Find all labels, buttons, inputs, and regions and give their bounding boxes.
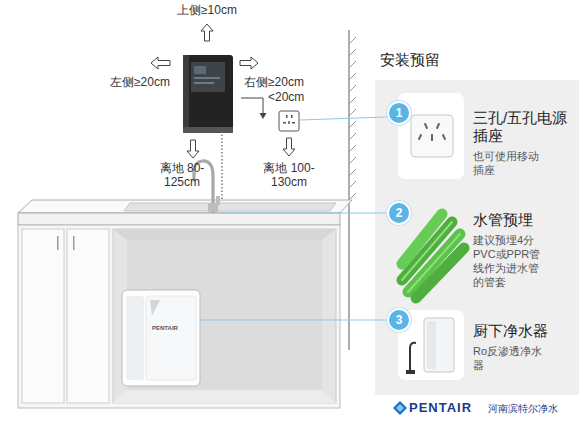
clearance-dimension: 左侧≥20cm <box>110 75 180 89</box>
callout-circle: 1 <box>387 101 411 125</box>
item-heading: 厨下净水器 <box>473 322 573 340</box>
clearance-dimension: 右侧≥20cm <box>244 75 319 89</box>
item-body: 也可使用移动插座 <box>473 149 543 177</box>
item-text-column: 水管预埋建议预埋4分PVC或PPR管线作为进水管的管套 <box>473 211 573 289</box>
item-text-column: 三孔/五孔电源插座也可使用移动插座 <box>473 109 573 177</box>
item-text-column: 厨下净水器 Ro反渗透净水器 <box>473 322 573 372</box>
clearance-dimension: <20cm <box>268 90 318 104</box>
device-brand: PENTAIR <box>152 324 192 332</box>
clearance-dimension: 上侧≥10cm <box>167 3 247 17</box>
brand-name: 河南滨特尔净水 <box>488 402 578 416</box>
callout-number: 3 <box>396 314 403 326</box>
brand-logo: PENTAIR <box>409 400 489 416</box>
item-box: 水管预埋建议预埋4分PVC或PPR管线作为进水管的管套 <box>398 203 576 299</box>
item-box: 厨下净水器 Ro反渗透净水器 <box>398 310 576 380</box>
height-dimension: 离地 80-125cm <box>150 161 214 189</box>
panel-heading: 安装预留 <box>380 51 440 69</box>
item-body: Ro反渗透净水器 <box>473 344 543 372</box>
item-heading: 三孔/五孔电源插座 <box>473 109 573 145</box>
callout-number: 1 <box>396 107 403 119</box>
callout-circle: 3 <box>387 308 411 332</box>
item-box: 三孔/五孔电源插座也可使用移动插座 <box>398 93 576 179</box>
item-heading: 水管预埋 <box>473 211 573 229</box>
callout-circle: 2 <box>387 201 411 225</box>
callout-number: 2 <box>396 207 403 219</box>
item-body: 建议预埋4分PVC或PPR管线作为进水管的管套 <box>473 233 543 289</box>
install-panel: 安装预留1三孔/五孔电源插座也可使用移动插座2水管预埋建议预埋4分PVC或PPR… <box>375 80 579 395</box>
height-dimension: 离地 100-130cm <box>254 161 324 189</box>
